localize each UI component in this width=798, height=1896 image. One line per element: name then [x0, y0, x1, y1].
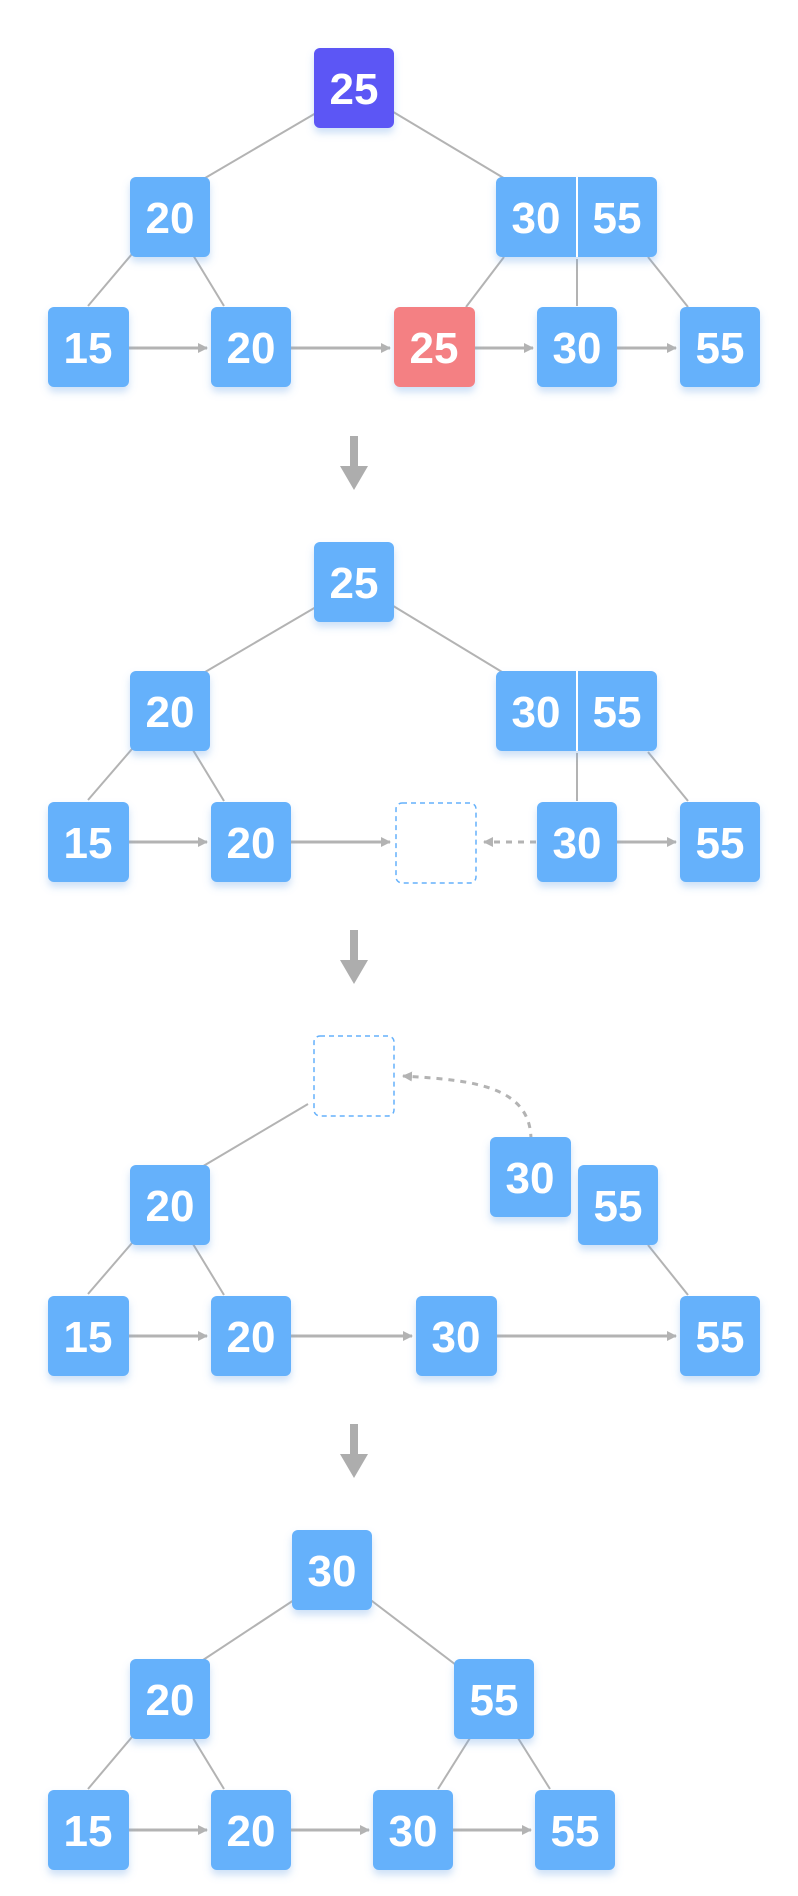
- down-arrow-icon: [340, 1424, 368, 1478]
- leaf-key: 30: [432, 1313, 481, 1362]
- internal-node-key: 20: [146, 688, 195, 737]
- stage-3: 20 30 55 15 20 30 55: [48, 1035, 760, 1376]
- empty-root-placeholder: [313, 1035, 395, 1117]
- root-node-key: 30: [308, 1547, 357, 1596]
- leaf-node: 15: [48, 802, 129, 882]
- internal-node-key: 20: [146, 1676, 195, 1725]
- leaf-key: 20: [227, 1313, 276, 1362]
- leaf-node: 55: [680, 802, 760, 882]
- moving-key-node: 30: [490, 1137, 571, 1217]
- internal-node-left: 20: [130, 177, 210, 257]
- leaf-node: 20: [211, 802, 291, 882]
- leaf-node: 30: [537, 802, 617, 882]
- root-node-key: 25: [330, 559, 379, 608]
- leaf-key: 20: [227, 324, 276, 373]
- stage-4: 30 20 55 15 20 30 55: [48, 1530, 615, 1870]
- root-node-key: 25: [330, 65, 379, 114]
- leaf-node: 20: [211, 1296, 291, 1376]
- detached-internal-node: 55: [578, 1165, 658, 1245]
- stage-2: 25 20 30 55 15 20 30 55: [48, 542, 760, 884]
- internal-node-left: 20: [130, 671, 210, 751]
- leaf-node: 20: [211, 307, 291, 387]
- leaf-key: 30: [553, 819, 602, 868]
- internal-node-right: 55: [454, 1659, 534, 1739]
- leaf-key: 20: [227, 819, 276, 868]
- internal-node-key-1: 30: [512, 688, 561, 737]
- deleted-leaf-key: 25: [410, 324, 459, 373]
- stage-3-edges: [87, 1071, 689, 1341]
- leaf-node: 15: [48, 307, 129, 387]
- root-node: 30: [292, 1530, 372, 1610]
- root-node: 25: [314, 542, 394, 622]
- internal-node-left: 20: [130, 1165, 210, 1245]
- leaf-node: 30: [537, 307, 617, 387]
- moving-key: 30: [506, 1154, 555, 1203]
- empty-leaf-placeholder: [395, 802, 477, 884]
- internal-node-key: 20: [146, 1182, 195, 1231]
- internal-node-right: 30 55: [496, 177, 657, 257]
- internal-node-left: 20: [130, 1659, 210, 1739]
- internal-node-key-2: 55: [593, 688, 642, 737]
- leaf-key: 15: [64, 324, 113, 373]
- leaf-node: 30: [416, 1296, 497, 1376]
- leaf-key: 55: [696, 324, 745, 373]
- internal-node-key-1: 30: [512, 194, 561, 243]
- leaf-key: 15: [64, 1313, 113, 1362]
- leaf-key: 55: [696, 819, 745, 868]
- leaf-key: 30: [553, 324, 602, 373]
- leaf-key: 20: [227, 1807, 276, 1856]
- root-node: 25: [314, 48, 394, 128]
- stage-2-edges: [87, 603, 689, 847]
- leaf-key: 15: [64, 819, 113, 868]
- leaf-node: 55: [680, 1296, 760, 1376]
- stage-1: 25 20 30 55 15 20 25 30 55: [48, 48, 760, 387]
- down-arrow-icon: [340, 436, 368, 490]
- leaf-node-deleted: 25: [394, 307, 475, 387]
- leaf-node: 30: [373, 1790, 453, 1870]
- internal-node-key-2: 55: [593, 194, 642, 243]
- leaf-node: 15: [48, 1296, 129, 1376]
- down-arrow-icon: [340, 930, 368, 984]
- stage-4-edges: [87, 1597, 551, 1835]
- leaf-key: 55: [696, 1313, 745, 1362]
- leaf-key: 55: [551, 1807, 600, 1856]
- leaf-key: 30: [389, 1807, 438, 1856]
- internal-node-key: 20: [146, 194, 195, 243]
- internal-node-right: 30 55: [496, 671, 657, 751]
- leaf-node: 55: [680, 307, 760, 387]
- stage-1-edges: [87, 109, 689, 353]
- leaf-key: 15: [64, 1807, 113, 1856]
- detached-node-key: 55: [594, 1182, 643, 1231]
- leaf-node: 20: [211, 1790, 291, 1870]
- internal-node-key: 55: [470, 1676, 519, 1725]
- leaf-node: 15: [48, 1790, 129, 1870]
- leaf-node: 55: [535, 1790, 615, 1870]
